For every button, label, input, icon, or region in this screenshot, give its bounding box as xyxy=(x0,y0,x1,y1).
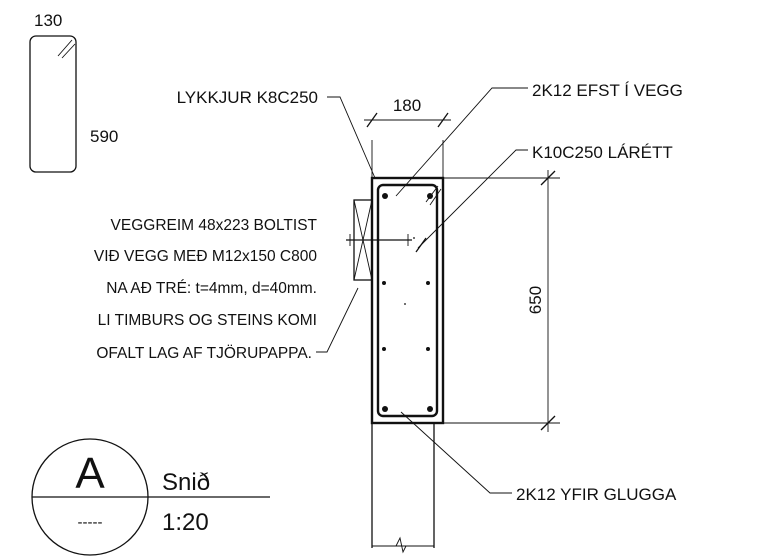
note-block: VEGGREIM 48x223 BOLTIST VIÐ VEGG MEÐ M12… xyxy=(94,217,318,362)
dim-height-tick-top xyxy=(540,170,556,186)
rebar-bottom-right xyxy=(427,406,433,412)
wall-section xyxy=(346,140,445,554)
note-line: VIÐ VEGG MEÐ M12x150 C800 xyxy=(94,248,317,265)
concrete-speck xyxy=(404,303,406,305)
dim-width-label: 180 xyxy=(393,96,421,115)
section-scale: 1:20 xyxy=(162,509,209,536)
label-bottom-bars: 2K12 YFIR GLUGGA xyxy=(516,485,677,504)
note-line: OFALT LAG AF TJÖRUPAPPA. xyxy=(96,344,312,362)
label-stirrups: LYKKJUR K8C250 xyxy=(177,88,318,107)
leader-bottom-bars xyxy=(400,411,512,494)
stirrup-hook-b xyxy=(429,188,442,206)
rebar-low-left xyxy=(382,347,386,351)
concrete-speck-2 xyxy=(413,237,415,239)
stirrup-hook-2 xyxy=(61,43,76,59)
dim-width-tick-right xyxy=(437,112,449,128)
label-top-bars: 2K12 EFST Í VEGG xyxy=(532,81,683,100)
note-line: NA AÐ TRÉ: t=4mm, d=40mm. xyxy=(106,280,317,297)
section-marker: A ----- Snið 1:20 xyxy=(31,438,270,556)
dimension-height: 650 xyxy=(443,170,560,432)
section-title: Snið xyxy=(162,469,210,496)
rebar-top-right xyxy=(427,193,433,199)
stirrup-shape xyxy=(29,35,77,173)
leader-note xyxy=(316,287,359,353)
label-horizontal-bars: K10C250 LÁRÉTT xyxy=(532,143,673,162)
leader-horizontal-tip xyxy=(415,237,427,253)
dim-height-label: 650 xyxy=(526,286,545,314)
dimension-width: 180 xyxy=(364,96,451,128)
section-letter: A xyxy=(75,449,105,498)
rebar-bottom-left xyxy=(382,406,388,412)
leader-lines xyxy=(316,87,528,494)
stirrup-hook xyxy=(57,39,73,57)
beam-outline xyxy=(370,176,445,425)
bar-shape-diagram: 130 590 xyxy=(29,11,118,173)
note-line: LI TIMBURS OG STEINS KOMI xyxy=(98,312,317,329)
shape-width-label: 130 xyxy=(34,11,62,30)
leader-top-bars xyxy=(395,87,528,197)
dim-width-tick-left xyxy=(366,112,378,128)
rebar-top-left xyxy=(382,193,388,199)
stirrup-bar xyxy=(376,183,439,418)
section-sub: ----- xyxy=(78,514,103,531)
leader-horizontal xyxy=(417,149,528,249)
break-symbol xyxy=(395,536,407,554)
rebar-mid-right xyxy=(426,281,430,285)
leader-stirrups xyxy=(327,96,376,179)
shape-height-label: 590 xyxy=(90,127,118,146)
note-line: VEGGREIM 48x223 BOLTIST xyxy=(111,217,318,234)
rebar-low-right xyxy=(426,347,430,351)
dim-height-tick-bottom xyxy=(540,415,556,431)
rebar-mid-left xyxy=(382,281,386,285)
